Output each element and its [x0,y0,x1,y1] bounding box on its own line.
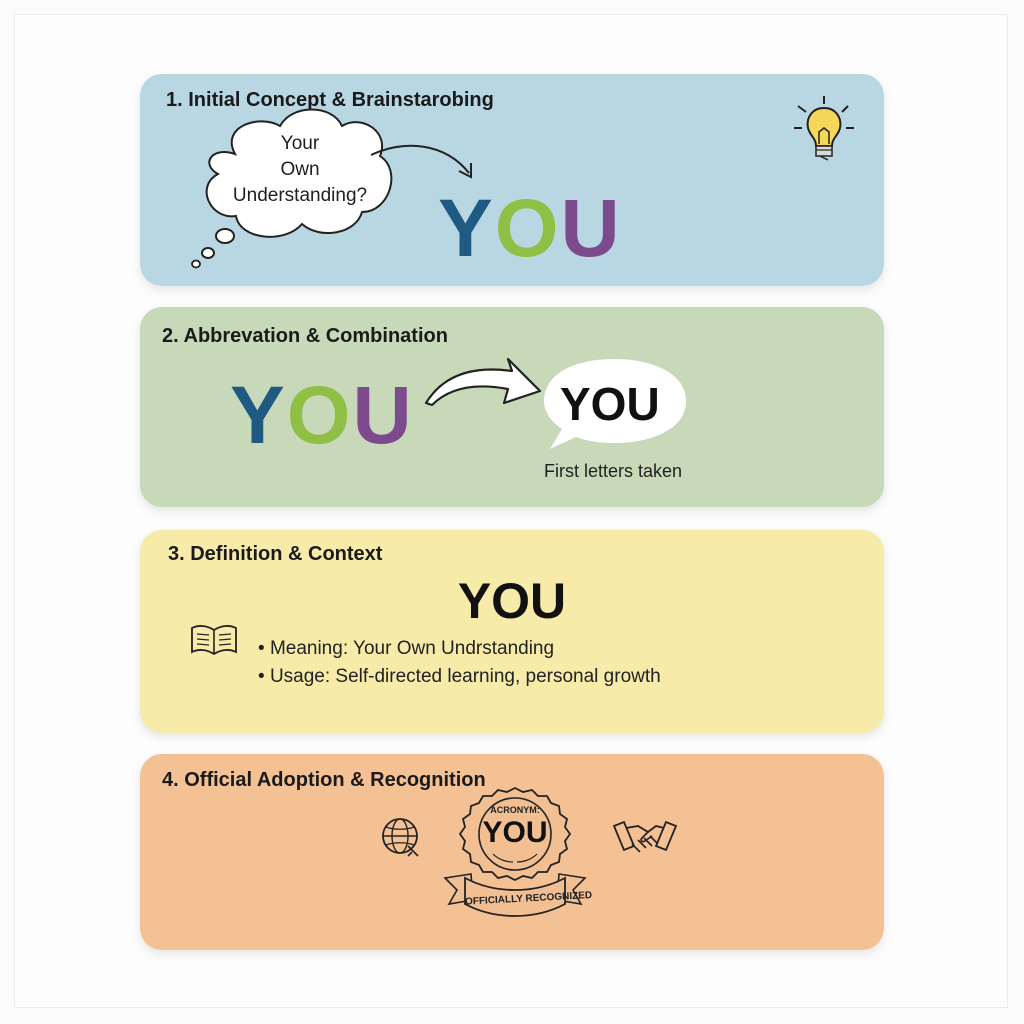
seal-word: YOU [482,816,548,849]
lightbulb-icon [794,96,854,161]
speech-bubble [544,359,686,449]
curved-arrow-icon [424,357,542,407]
seal-badge [443,786,587,917]
letter-y: Y [230,370,287,461]
cloud-line-3: Understanding? [232,185,368,206]
panel-title: 2. Abbrevation & Combination [162,325,448,347]
panel-title: 1. Initial Concept & Brainstarobing [166,89,494,111]
panel-title: 4. Official Adoption & Recognition [162,769,486,791]
letter-u: U [560,183,622,274]
curved-arrow-icon [370,144,472,179]
seal-top-text: ACRONYM: [490,805,540,815]
panel-abbreviation: 2. Abbrevation & Combination YOU YOU Fir… [140,307,884,507]
you-word: YOU [438,188,622,270]
cloud-line-1: Your [280,133,320,154]
letter-u: U [352,370,414,461]
letter-o: O [494,183,561,274]
thought-cloud [191,108,393,269]
letter-y: Y [438,183,495,274]
cloud-line-2: Own [280,159,320,180]
panel-definition: 3. Definition & Context YOU Meaning: You… [140,530,884,733]
panel-adoption: 4. Official Adoption & Recognition ACRON… [140,754,884,950]
definition-list: Meaning: Your Own Undrstanding Usage: Se… [258,635,661,691]
cloud-text: Your Own Understanding? [210,131,390,209]
panel-title: 3. Definition & Context [168,543,383,565]
book-icon [191,625,237,656]
bubble-word: YOU [560,378,660,430]
list-item: Meaning: Your Own Undrstanding [258,635,661,663]
handshake-icon [612,820,678,853]
definition-heading: YOU [457,573,567,629]
panel-initial-concept: 1. Initial Concept & Brainstarobing Your… [140,74,884,286]
globe-icon [382,818,419,857]
letter-o: O [286,370,353,461]
list-item: Usage: Self-directed learning, personal … [258,663,661,691]
caption: First letters taken [544,461,683,481]
you-word: YOU [230,375,414,457]
